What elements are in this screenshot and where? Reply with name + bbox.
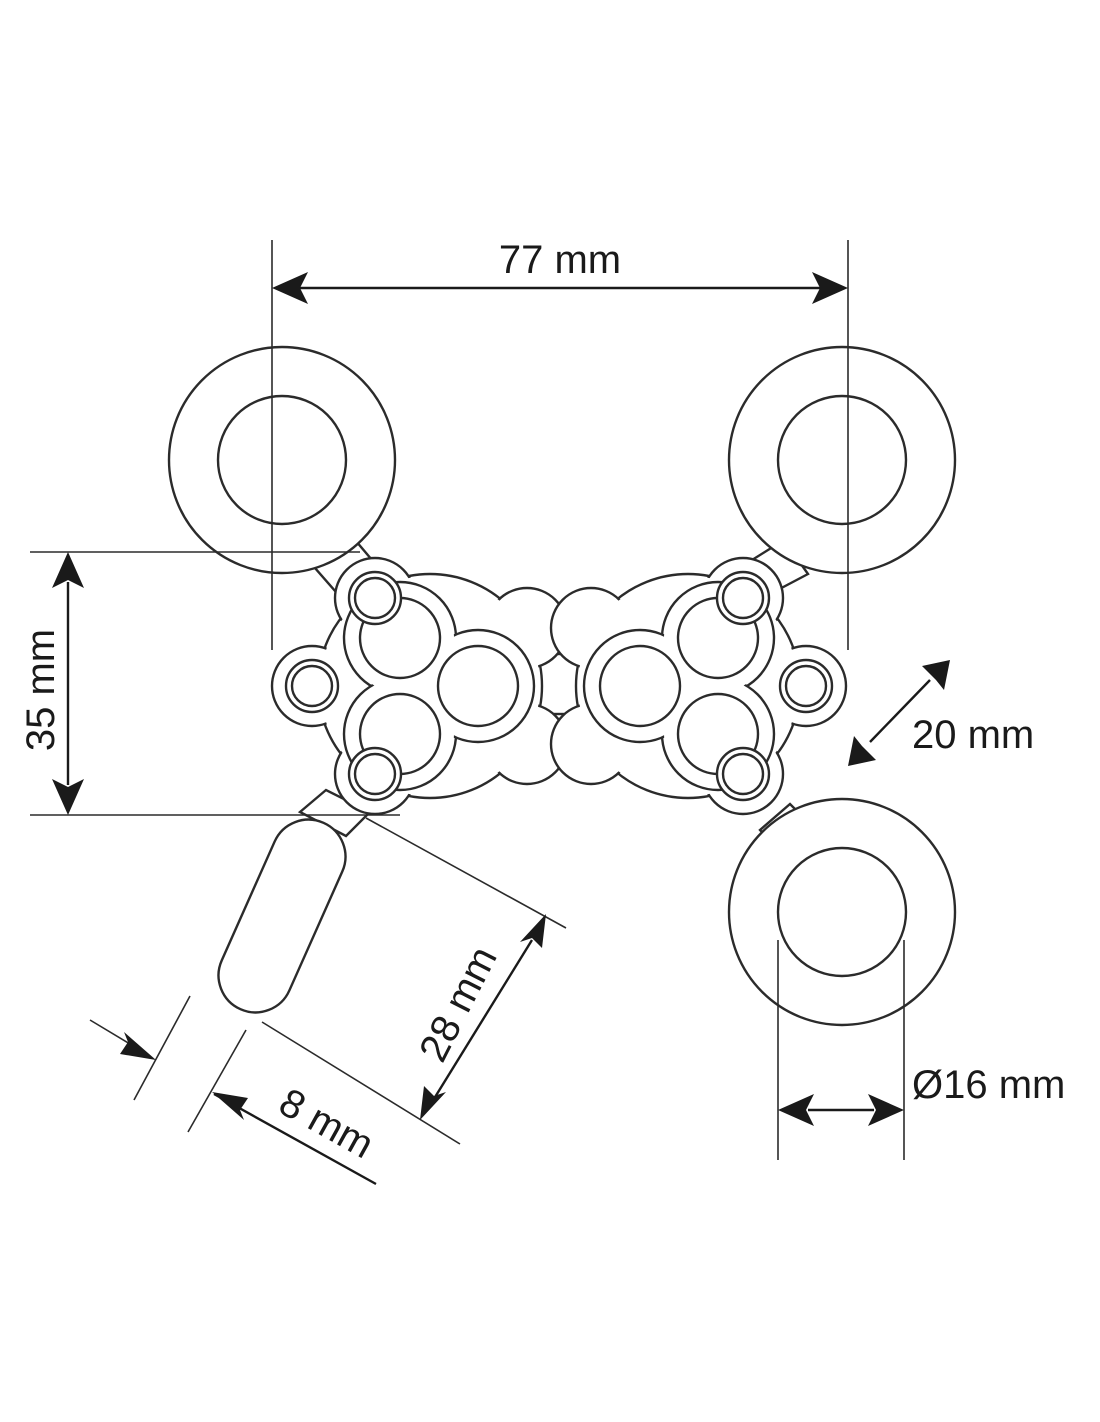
- dimension-height: 35 mm: [19, 551, 400, 816]
- ring-bottom-right: [727, 797, 957, 1027]
- ring-top-left: [167, 345, 397, 575]
- label-ring-hole: Ø16 mm: [912, 1063, 1065, 1107]
- label-link: 20 mm: [912, 713, 1034, 757]
- label-height: 35 mm: [19, 629, 63, 751]
- label-handle-width: 8 mm: [272, 1080, 381, 1167]
- rigging-plate: [167, 345, 957, 1027]
- dimension-ring-hole: Ø16 mm: [777, 940, 1065, 1160]
- label-width: 77 mm: [499, 238, 621, 282]
- handle: [217, 818, 347, 1014]
- dimension-handle-width: 8 mm: [89, 995, 381, 1186]
- hub-right: [549, 556, 848, 816]
- dimension-link: 20 mm: [848, 660, 1034, 766]
- hub-left: [270, 556, 569, 816]
- dimension-width: 77 mm: [271, 238, 849, 650]
- ring-top-right: [727, 345, 957, 575]
